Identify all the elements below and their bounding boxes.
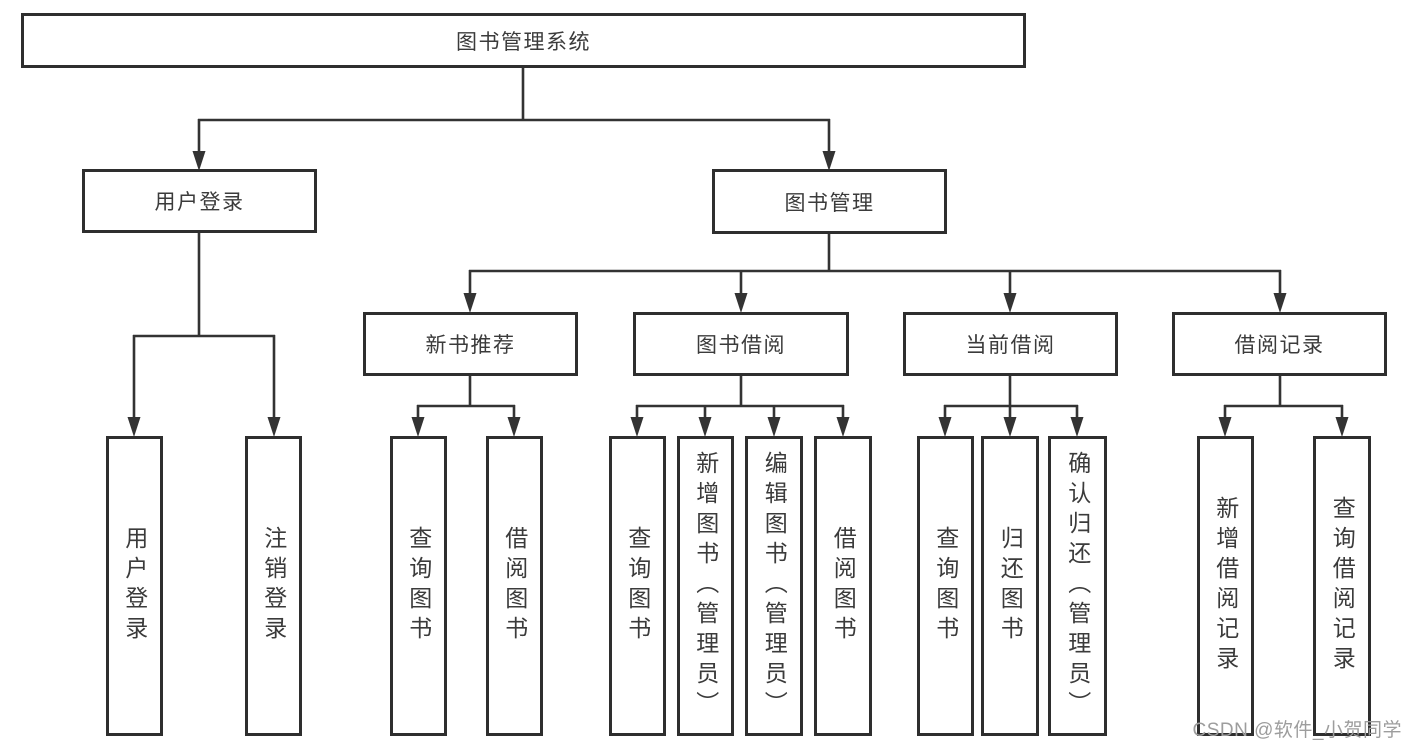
leaf-return-books-label: 归还图书 <box>997 526 1024 646</box>
leaf-user-login: 用户登录 <box>106 436 163 736</box>
leaf-confirm-return-admin: 确认归还（管理员） <box>1048 436 1107 736</box>
leaf-borrow-books-label: 借阅图书 <box>830 526 857 646</box>
leaf-logout-label: 注销登录 <box>260 526 287 646</box>
leaf-logout: 注销登录 <box>245 436 302 736</box>
node-user-login-label: 用户登录 <box>154 191 245 214</box>
leaf-recommend-query-books-label: 查询图书 <box>405 526 432 646</box>
node-new-book-recommend: 新书推荐 <box>363 312 578 376</box>
leaf-borrow-query-books: 查询图书 <box>609 436 666 736</box>
leaf-edit-books-admin-label: 编辑图书（管理员） <box>761 451 788 721</box>
node-root-system: 图书管理系统 <box>21 13 1026 68</box>
csdn-watermark: CSDN @软件_小贺同学 <box>1192 720 1402 741</box>
node-root-system-label: 图书管理系统 <box>456 30 591 54</box>
leaf-edit-books-admin: 编辑图书（管理员） <box>745 436 803 736</box>
leaf-add-books-admin-label: 新增图书（管理员） <box>692 451 719 721</box>
connector-new-book-rec-children <box>416 376 516 419</box>
node-book-borrow: 图书借阅 <box>633 312 849 376</box>
leaf-recommend-borrow-books-label: 借阅图书 <box>501 526 528 646</box>
leaf-current-query-books: 查询图书 <box>917 436 974 736</box>
node-user-login: 用户登录 <box>82 169 317 233</box>
connector-book-mgmt-children <box>468 234 1282 295</box>
leaf-recommend-borrow-books: 借阅图书 <box>486 436 543 736</box>
connector-root-to-level2 <box>197 68 831 153</box>
leaf-query-borrow-record-label: 查询借阅记录 <box>1329 496 1356 676</box>
leaf-query-borrow-record: 查询借阅记录 <box>1313 436 1371 736</box>
connector-current-borrow-children <box>943 376 1079 419</box>
node-borrow-record-label: 借阅记录 <box>1234 334 1325 357</box>
leaf-recommend-query-books: 查询图书 <box>390 436 447 736</box>
connector-borrow-record-children <box>1223 376 1344 419</box>
leaf-add-borrow-record-label: 新增借阅记录 <box>1212 496 1239 676</box>
leaf-add-borrow-record: 新增借阅记录 <box>1197 436 1254 736</box>
connector-user-login-children <box>132 233 276 419</box>
connector-book-borrow-children <box>635 376 845 419</box>
node-book-management: 图书管理 <box>712 169 947 234</box>
leaf-current-query-books-label: 查询图书 <box>932 526 959 646</box>
node-borrow-record: 借阅记录 <box>1172 312 1387 376</box>
node-book-borrow-label: 图书借阅 <box>696 334 786 357</box>
leaf-add-books-admin: 新增图书（管理员） <box>677 436 734 736</box>
node-current-borrow-label: 当前借阅 <box>965 334 1056 357</box>
leaf-return-books: 归还图书 <box>981 436 1039 736</box>
node-current-borrow: 当前借阅 <box>903 312 1118 376</box>
leaf-confirm-return-admin-label: 确认归还（管理员） <box>1064 451 1091 721</box>
leaf-user-login-label: 用户登录 <box>121 526 148 646</box>
leaf-borrow-books: 借阅图书 <box>814 436 872 736</box>
leaf-borrow-query-books-label: 查询图书 <box>624 526 651 646</box>
node-new-book-recommend-label: 新书推荐 <box>425 334 516 357</box>
node-book-management-label: 图书管理 <box>784 191 875 215</box>
